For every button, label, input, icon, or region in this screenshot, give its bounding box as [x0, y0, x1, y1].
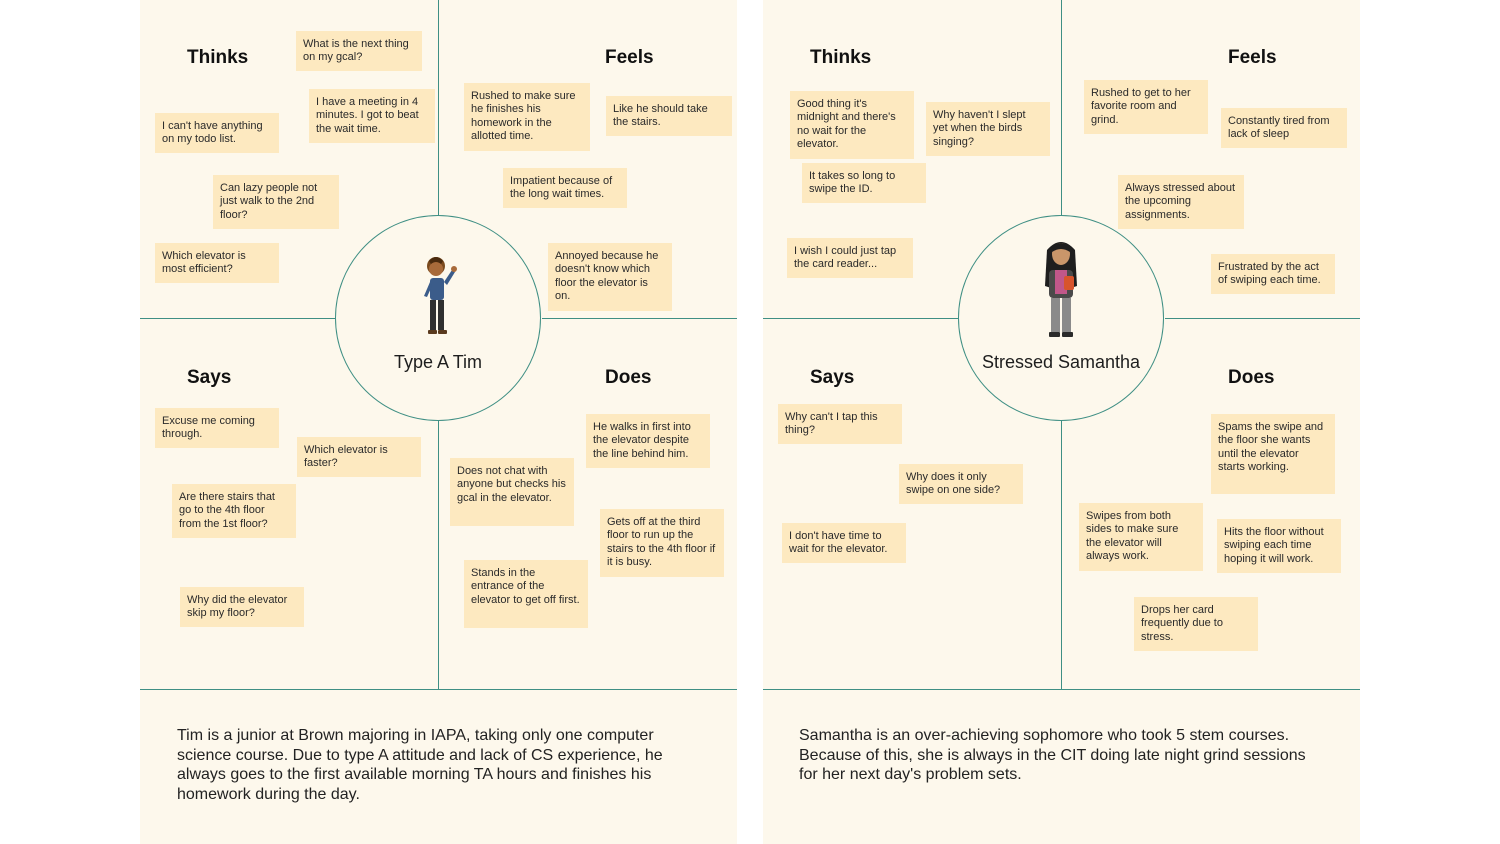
- sticky-note: Why haven't I slept yet when the birds s…: [926, 102, 1050, 156]
- sticky-note: I can't have anything on my todo list.: [155, 113, 279, 153]
- does-title: Does: [1228, 367, 1275, 388]
- persona-circle: Stressed Samantha: [958, 215, 1164, 421]
- feels-title: Feels: [1228, 47, 1277, 68]
- persona-circle: Type A Tim: [335, 215, 541, 421]
- sticky-note: He walks in first into the elevator desp…: [586, 414, 710, 468]
- girl-character-icon: [1045, 242, 1077, 337]
- boy-character-icon: [424, 257, 457, 334]
- horizontal-divider-left: [763, 318, 958, 319]
- bottom-divider: [763, 689, 1360, 690]
- sticky-note: Impatient because of the long wait times…: [503, 168, 627, 208]
- thinks-title: Thinks: [187, 47, 249, 68]
- sticky-note: It takes so long to swipe the ID.: [802, 163, 926, 203]
- says-title: Says: [187, 367, 232, 388]
- sticky-note: Like he should take the stairs.: [606, 96, 732, 136]
- sticky-note: Rushed to get to her favorite room and g…: [1084, 80, 1208, 134]
- persona-name: Type A Tim: [393, 352, 483, 372]
- empathy-map-tim: Thinks Feels Says Does What is the next …: [140, 0, 737, 844]
- says-title: Says: [810, 367, 855, 388]
- bottom-divider: [140, 689, 737, 690]
- sticky-note: Are there stairs that go to the 4th floo…: [172, 484, 296, 538]
- sticky-note: Swipes from both sides to make sure the …: [1079, 503, 1203, 571]
- sticky-note: Gets off at the third floor to run up th…: [600, 509, 724, 577]
- sticky-note: Good thing it's midnight and there's no …: [790, 91, 914, 159]
- sticky-note: Does not chat with anyone but checks his…: [450, 458, 574, 526]
- sticky-note: Rushed to make sure he finishes his home…: [464, 83, 590, 151]
- horizontal-divider-left: [140, 318, 335, 319]
- sticky-note: Why did the elevator skip my floor?: [180, 587, 304, 627]
- sticky-note: Excuse me coming through.: [155, 408, 279, 448]
- sticky-note: Hits the floor without swiping each time…: [1217, 519, 1341, 573]
- sticky-note: Spams the swipe and the floor she wants …: [1211, 414, 1335, 494]
- thinks-title: Thinks: [810, 47, 872, 68]
- sticky-note: I have a meeting in 4 minutes. I got to …: [309, 89, 435, 143]
- horizontal-divider-right: [1165, 318, 1360, 319]
- sticky-note: I wish I could just tap the card reader.…: [787, 238, 913, 278]
- persona-name: Stressed Samantha: [981, 352, 1141, 372]
- feels-title: Feels: [605, 47, 654, 68]
- does-title: Does: [605, 367, 652, 388]
- sticky-note: I don't have time to wait for the elevat…: [782, 523, 906, 563]
- sticky-note: Can lazy people not just walk to the 2nd…: [213, 175, 339, 229]
- sticky-note: Annoyed because he doesn't know which fl…: [548, 243, 672, 311]
- sticky-note: Why does it only swipe on one side?: [899, 464, 1023, 504]
- persona-description: Tim is a junior at Brown majoring in IAP…: [177, 727, 663, 803]
- sticky-note: Why can't I tap this thing?: [778, 404, 902, 444]
- horizontal-divider-right: [542, 318, 737, 319]
- sticky-note: Which elevator is faster?: [297, 437, 421, 477]
- persona-description: Samantha is an over-achieving sophomore …: [799, 727, 1306, 783]
- empathy-map-samantha: Thinks Feels Says Does Good thing it's m…: [763, 0, 1360, 844]
- sticky-note: Constantly tired from lack of sleep: [1221, 108, 1347, 148]
- sticky-note: Which elevator is most efficient?: [155, 243, 279, 283]
- sticky-note: Stands in the entrance of the elevator t…: [464, 560, 588, 628]
- sticky-note: Always stressed about the upcoming assig…: [1118, 175, 1244, 229]
- sticky-note: Frustrated by the act of swiping each ti…: [1211, 254, 1335, 294]
- sticky-note: Drops her card frequently due to stress.: [1134, 597, 1258, 651]
- sticky-note: What is the next thing on my gcal?: [296, 31, 422, 71]
